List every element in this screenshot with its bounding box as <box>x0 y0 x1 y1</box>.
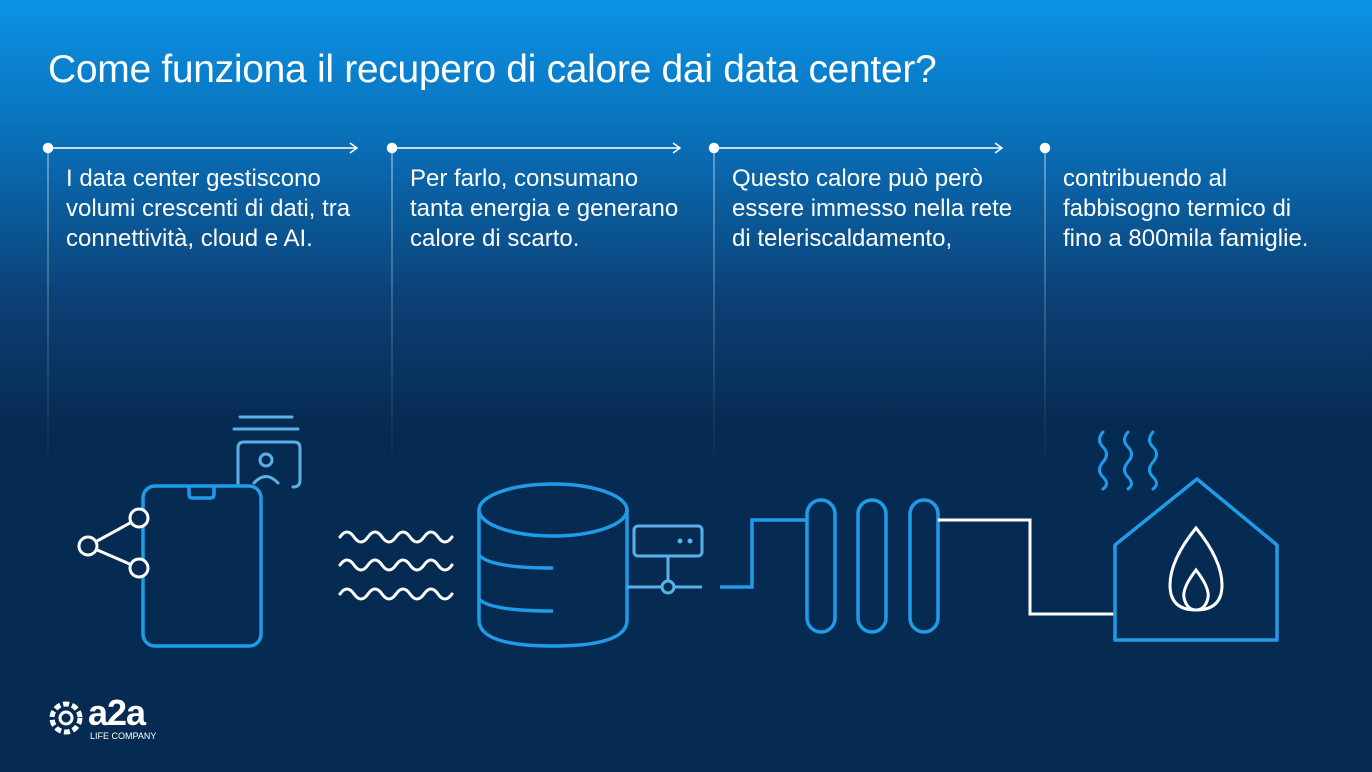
page-title: Come funziona il recupero di calore dai … <box>48 48 937 91</box>
steam-icon <box>1098 430 1158 491</box>
share-icon <box>77 507 150 579</box>
heat-waves-icon <box>338 530 454 601</box>
smartphone-icon <box>141 484 263 648</box>
a2a-logo: a2a LIFE COMPANY <box>48 692 156 741</box>
step-4-text: contribuendo al fabbisogno termico di fi… <box>1063 165 1309 252</box>
step-1-text: I data center gestiscono volumi crescent… <box>66 165 351 252</box>
house-icon <box>1113 477 1279 642</box>
flame-icon <box>1168 525 1224 612</box>
profile-card-icon <box>232 415 302 489</box>
timeline-step-3 <box>708 142 1004 468</box>
radiator-icon <box>720 498 940 634</box>
hot-water-pipe <box>938 518 1115 616</box>
timeline-step-4 <box>1039 142 1051 468</box>
step-2-text: Per farlo, consumano tanta energia e gen… <box>410 165 679 252</box>
timeline <box>42 142 1051 468</box>
network-device-icon <box>627 524 704 595</box>
logo-tagline: LIFE COMPANY <box>90 731 157 741</box>
step-3-text: Questo calore può però essere immesso ne… <box>732 165 1013 252</box>
timeline-step-1 <box>42 142 359 468</box>
logo-mark-icon <box>49 701 83 735</box>
logo-word: a2a <box>88 692 146 733</box>
timeline-step-2 <box>386 142 682 468</box>
database-icon <box>477 482 629 648</box>
